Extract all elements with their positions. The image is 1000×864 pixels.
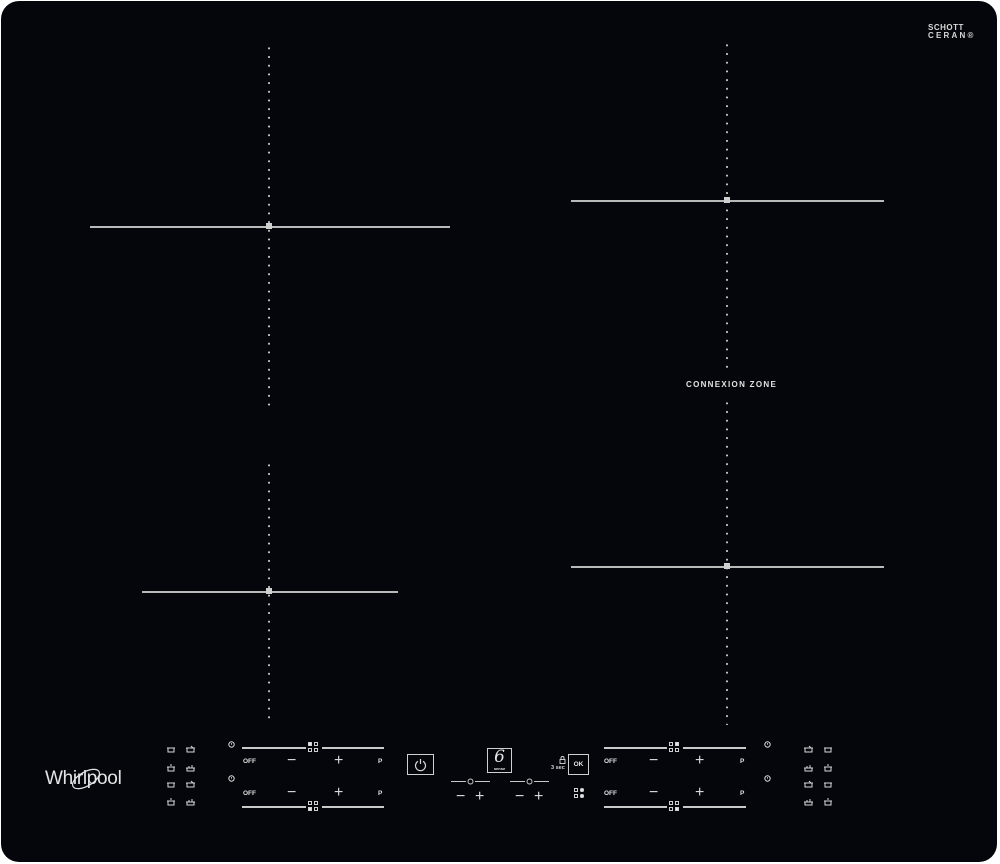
ok-button[interactable]: OK <box>568 754 589 775</box>
pan-icon[interactable] <box>185 780 196 788</box>
timer-slider-track[interactable] <box>451 781 466 783</box>
zone-axis-dots-lower <box>726 399 728 725</box>
pot-icon[interactable] <box>823 798 833 806</box>
schott-text: SCHOTT <box>928 23 964 32</box>
pan-icon[interactable] <box>803 764 814 772</box>
pot-icon[interactable] <box>166 798 176 806</box>
plus-button[interactable]: + <box>334 752 344 769</box>
power-slider-track-left[interactable] <box>242 747 306 749</box>
zone-center-marker-upper <box>724 197 730 203</box>
zone-select-icon[interactable] <box>308 742 319 753</box>
plus-button[interactable]: + <box>695 752 705 769</box>
zone-select-icon[interactable] <box>669 742 680 753</box>
power-slider-track-left[interactable] <box>604 806 667 808</box>
minus-button[interactable]: − <box>649 784 659 801</box>
timer-icon[interactable] <box>228 775 235 782</box>
power-slider-track-right[interactable] <box>683 806 746 808</box>
timer-icon[interactable] <box>764 741 771 748</box>
zone-center-marker-lower <box>724 563 730 569</box>
sixth-sense-label: sense <box>493 766 506 771</box>
timer-slider-track[interactable] <box>475 781 490 783</box>
timer-1-plus-button[interactable]: + <box>475 788 485 805</box>
pan-icon[interactable] <box>823 746 833 753</box>
timer-1-minus-button[interactable]: − <box>456 788 466 805</box>
timer-slider-track[interactable] <box>534 781 549 783</box>
pan-icon[interactable] <box>803 745 814 753</box>
power-slider-track-right[interactable] <box>683 747 746 749</box>
boost-p-button[interactable]: P <box>378 758 383 765</box>
pan-icon[interactable] <box>166 746 176 753</box>
sixth-sense-number: 6 <box>494 747 505 767</box>
sixth-sense-button[interactable]: 6 sense <box>487 748 512 773</box>
ceran-text: CERAN® <box>928 31 976 40</box>
power-slider-track-right[interactable] <box>322 747 384 749</box>
zone-select-icon[interactable] <box>308 801 319 812</box>
pot-icon[interactable] <box>823 764 833 772</box>
timer-icon[interactable] <box>764 775 771 782</box>
pot-icon[interactable] <box>166 764 176 772</box>
zone-center-marker <box>266 588 272 594</box>
power-icon <box>414 759 427 772</box>
off-button[interactable]: OFF <box>604 790 617 797</box>
timer-2-plus-button[interactable]: + <box>534 788 544 805</box>
zone-axis-dots-upper <box>726 41 728 369</box>
schott-ceran-logo: SCHOTT CERAN® <box>928 24 976 40</box>
boost-p-button[interactable]: P <box>378 790 383 797</box>
power-slider-track-right[interactable] <box>322 806 384 808</box>
lock-icon <box>559 756 566 764</box>
zone-center-marker <box>266 223 272 229</box>
zone-select-icon[interactable] <box>574 788 585 799</box>
pan-icon[interactable] <box>185 764 196 772</box>
plus-button[interactable]: + <box>334 784 344 801</box>
timer-icon <box>526 778 533 785</box>
timer-icon[interactable] <box>228 741 235 748</box>
boost-p-button[interactable]: P <box>740 790 745 797</box>
power-slider-track-left[interactable] <box>604 747 667 749</box>
boost-p-button[interactable]: P <box>740 758 745 765</box>
whirlpool-logo: Whirlpool <box>45 768 122 790</box>
pan-icon[interactable] <box>823 781 833 788</box>
pan-icon[interactable] <box>185 798 196 806</box>
pan-icon[interactable] <box>803 798 814 806</box>
timer-2-minus-button[interactable]: − <box>515 788 525 805</box>
zone-select-icon[interactable] <box>669 801 680 812</box>
minus-button[interactable]: − <box>287 784 297 801</box>
pan-icon[interactable] <box>185 745 196 753</box>
minus-button[interactable]: − <box>287 752 297 769</box>
plus-button[interactable]: + <box>695 784 705 801</box>
power-button[interactable] <box>407 754 434 775</box>
timer-slider-track[interactable] <box>510 781 525 783</box>
pan-icon[interactable] <box>803 780 814 788</box>
lock-hint-label: 3 sec <box>551 765 565 771</box>
whirlpool-swoosh-icon <box>71 768 101 790</box>
connexion-zone-label: CONNEXION ZONE <box>686 380 778 389</box>
pan-icon[interactable] <box>166 781 176 788</box>
timer-icon <box>467 778 474 785</box>
brand-text: Whirlpool <box>45 768 122 789</box>
ok-label: OK <box>573 761 584 768</box>
off-button[interactable]: OFF <box>604 758 617 765</box>
off-button[interactable]: OFF <box>243 790 256 797</box>
power-slider-track-left[interactable] <box>242 806 306 808</box>
off-button[interactable]: OFF <box>243 758 256 765</box>
minus-button[interactable]: − <box>649 752 659 769</box>
